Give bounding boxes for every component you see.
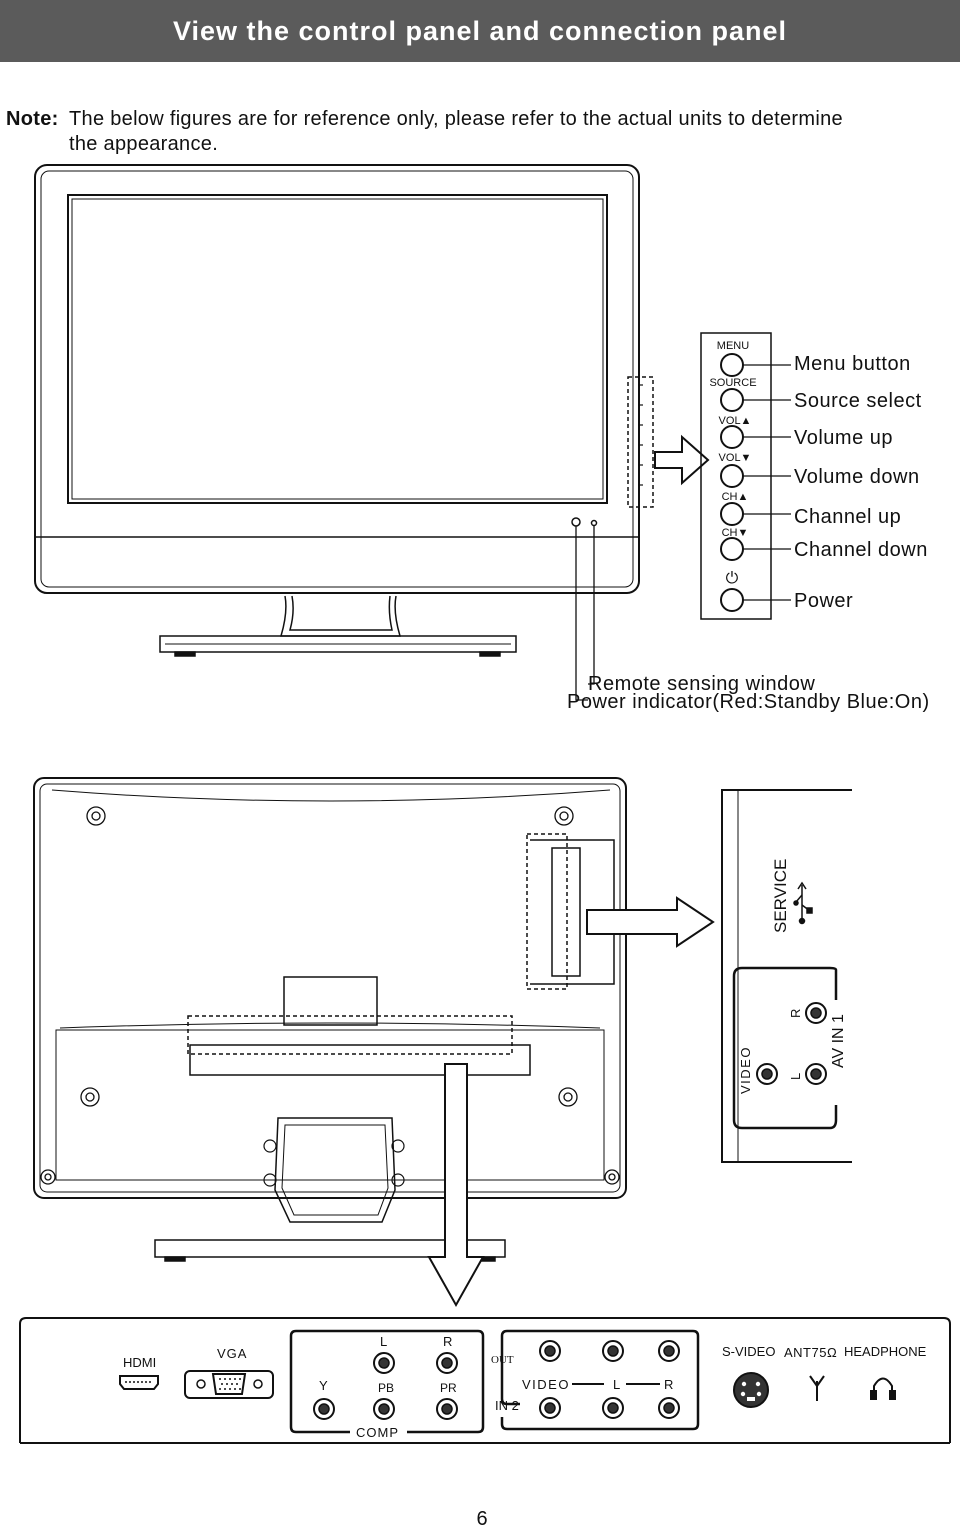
note-line-2: the appearance. [69, 133, 219, 155]
panel-label-vol-down: VOL▼ [719, 452, 752, 464]
ant-label: ANT75Ω [784, 1345, 837, 1360]
callout-channel-down: Channel down [794, 539, 928, 561]
vga-label: VGA [217, 1346, 247, 1361]
panel-label-source: SOURCE [709, 377, 756, 389]
page-title: View the control panel and connection pa… [172, 15, 788, 46]
hdmi-label: HDMI [123, 1355, 156, 1370]
arrow-right-icon [654, 434, 710, 486]
bottom-connection-panel: HDMI VGA L R Y PB PR COMP OUT VIDEO L R … [19, 1317, 951, 1444]
headphone-icon [870, 1377, 896, 1400]
side-r-label: R [788, 1009, 803, 1018]
callout-source-select: Source select [794, 390, 922, 412]
control-panel: MENU SOURCE VOL▲ VOL▼ CH▲ CH▼ ⏻ Menu but… [700, 332, 928, 620]
antenna-icon [809, 1375, 825, 1401]
comp-l-label: L [380, 1334, 387, 1349]
panel-label-ch-up: CH▲ [722, 491, 749, 503]
av-video-label: VIDEO [522, 1377, 570, 1392]
callout-power: Power [794, 590, 853, 612]
av-in-1-label: AV IN 1 [830, 1014, 847, 1068]
arrow-right-icon [586, 896, 715, 948]
tv-front-illustration [34, 164, 654, 657]
usb-icon [793, 881, 813, 925]
s-video-port-icon [733, 1372, 769, 1408]
rca-jack-icon [756, 1002, 827, 1085]
out-label: OUT [491, 1354, 514, 1366]
comp-y-label: Y [319, 1378, 328, 1393]
headphone-label: HEADPHONE [844, 1344, 927, 1359]
comp-pr-label: PR [440, 1381, 457, 1395]
in-2-label: IN 2 [495, 1398, 519, 1413]
s-video-label: S-VIDEO [722, 1344, 775, 1359]
page-number: 6 [476, 1508, 488, 1530]
rca-jack-icon [313, 1352, 458, 1420]
vga-port-icon [184, 1370, 274, 1399]
callout-volume-down: Volume down [794, 466, 920, 488]
callout-channel-up: Channel up [794, 506, 901, 528]
side-l-label: L [788, 1073, 803, 1080]
av-l-label: L [613, 1377, 620, 1392]
arrow-down-icon [427, 1063, 485, 1308]
comp-r-label: R [443, 1334, 452, 1349]
page-title-banner: View the control panel and connection pa… [0, 0, 960, 62]
callout-menu-button: Menu button [794, 353, 911, 375]
power-icon: ⏻ [726, 570, 739, 587]
callout-volume-up: Volume up [794, 427, 893, 449]
comp-label: COMP [356, 1425, 399, 1440]
side-connection-panel: SERVICE AV IN 1 VIDEO L R [721, 789, 852, 1163]
comp-pb-label: PB [378, 1381, 394, 1395]
panel-label-ch-down: CH▼ [722, 527, 749, 539]
note-line-1: The below figures are for reference only… [69, 108, 843, 130]
note-label: Note: [6, 108, 59, 130]
av-r-label: R [664, 1377, 673, 1392]
service-label: SERVICE [771, 859, 790, 933]
hdmi-port-icon [119, 1375, 159, 1390]
side-video-label: VIDEO [738, 1046, 753, 1094]
panel-label-vol-up: VOL▲ [719, 415, 752, 427]
panel-label-menu: MENU [717, 340, 749, 352]
tv-rear-illustration [33, 777, 627, 1262]
callout-remote-sensing: Remote sensing window [588, 673, 815, 695]
rca-jack-icon [539, 1340, 680, 1419]
callout-power-indicator: Power indicator(Red:Standby Blue:On) [567, 691, 930, 713]
